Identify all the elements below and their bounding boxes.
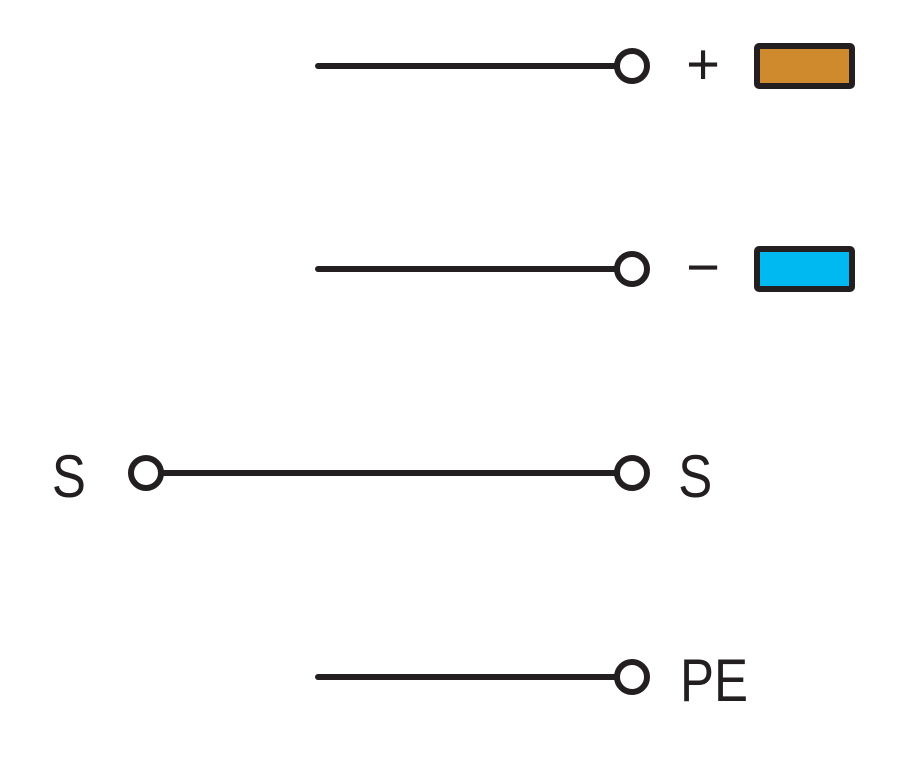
row-positive: +	[315, 32, 855, 97]
terminal-positive	[614, 48, 650, 84]
row-negative: −	[315, 235, 855, 300]
terminal-pe	[614, 659, 650, 695]
label-pe: PE	[680, 647, 748, 714]
row-shield: S S	[52, 443, 712, 510]
terminal-shield-right	[614, 455, 650, 491]
label-negative: −	[686, 235, 720, 300]
row-pe: PE	[315, 647, 748, 714]
label-shield-left: S	[52, 443, 86, 510]
color-swatch-blue	[754, 246, 855, 292]
label-positive: +	[686, 32, 720, 97]
terminal-negative	[614, 251, 650, 287]
terminal-shield-left	[128, 455, 164, 491]
label-shield-right: S	[678, 443, 712, 510]
color-swatch-orange	[754, 43, 855, 89]
